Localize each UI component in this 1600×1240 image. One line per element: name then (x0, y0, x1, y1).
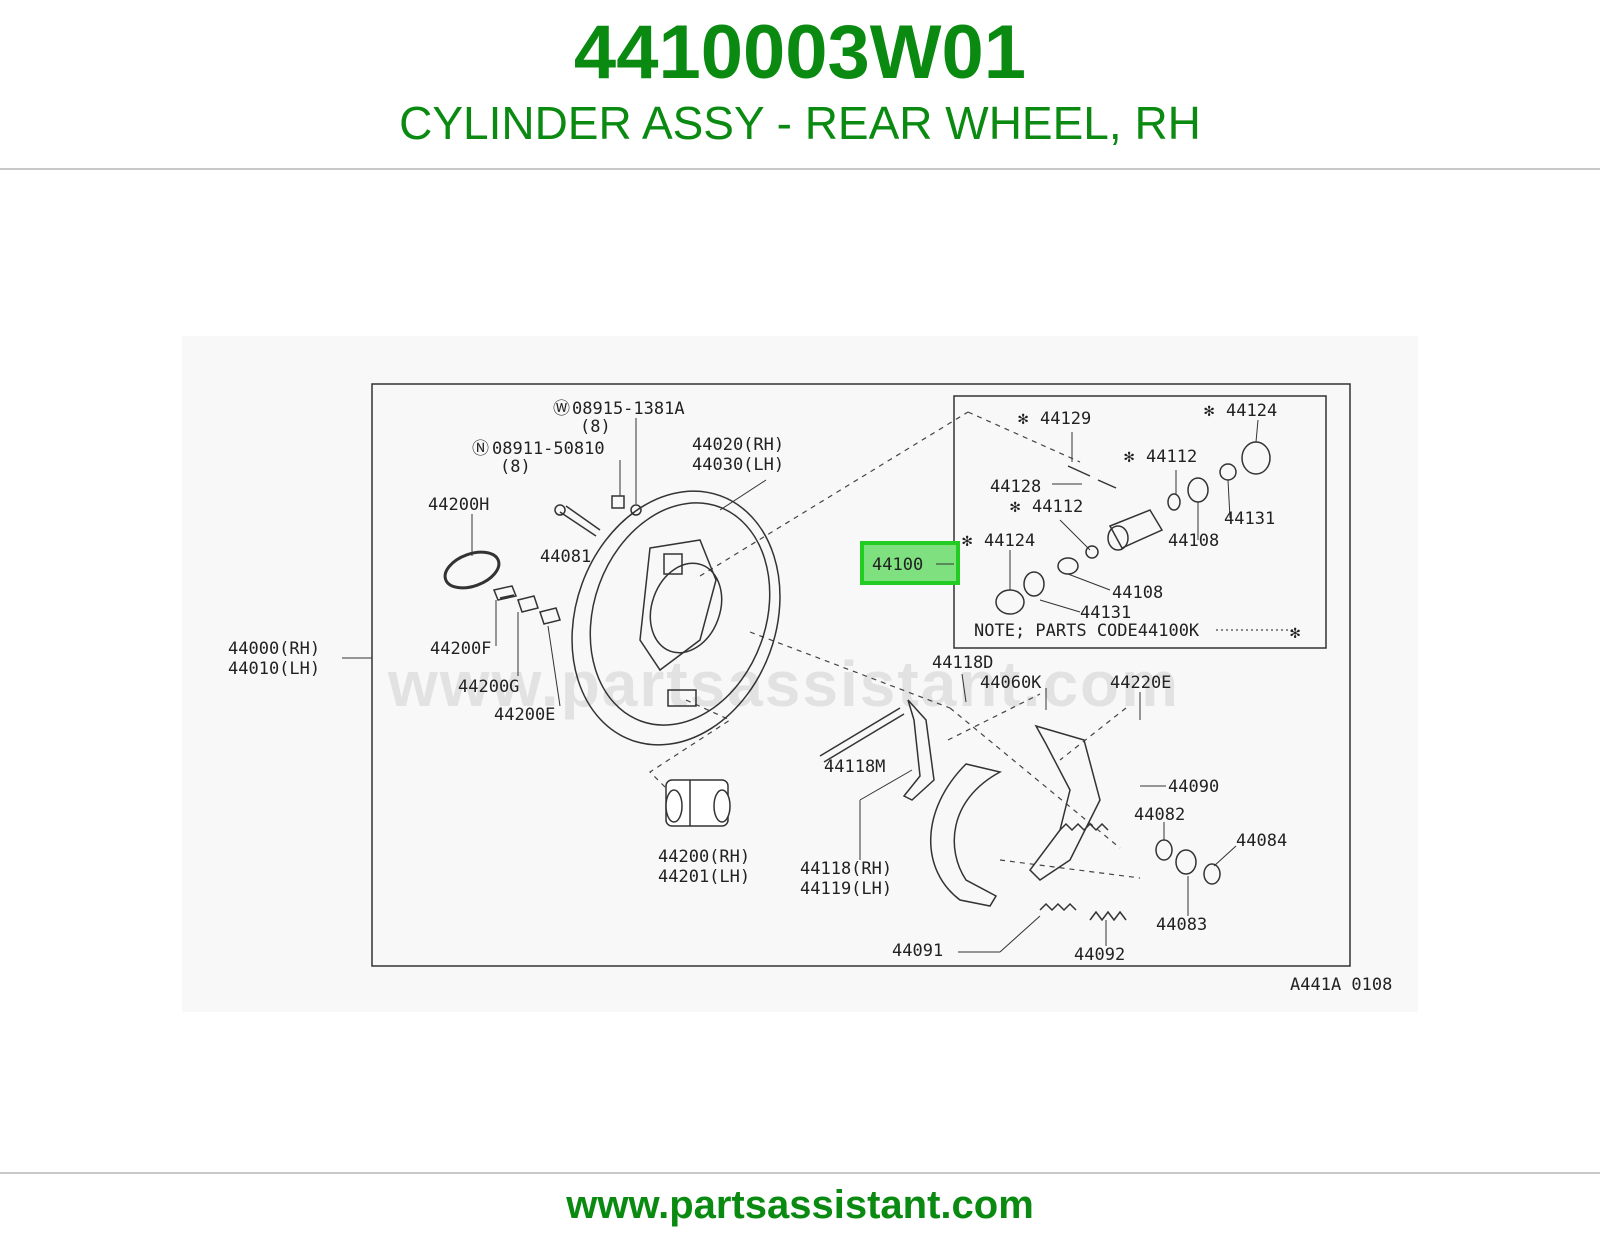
bolt-icon (554, 504, 601, 537)
label-44100-highlighted[interactable]: 44100 (872, 555, 923, 575)
label-44129: 44129 (1040, 409, 1091, 429)
label-w-bolt-qty: (8) (580, 417, 611, 437)
label-44091: 44091 (892, 941, 943, 961)
label-44112-a: 44112 (1146, 447, 1197, 467)
label-44084: 44084 (1236, 831, 1287, 851)
lever-icon (819, 699, 935, 801)
guide-lines (649, 411, 1294, 879)
footer-url[interactable]: www.partsassistant.com (566, 1183, 1034, 1227)
label-44200E: 44200E (494, 705, 555, 725)
label-44108-a: 44108 (1168, 531, 1219, 551)
washer-icon (630, 504, 642, 516)
seal-ring-icon (443, 550, 501, 590)
label-44131-a: 44131 (1224, 509, 1275, 529)
label-08911-50810: 08911-50810 (492, 439, 605, 459)
label-44124-top: 44124 (1226, 401, 1277, 421)
backing-plate-icon (571, 490, 781, 746)
cylinder-detail-box (953, 395, 1327, 649)
footer-divider (0, 1172, 1600, 1174)
diagram-frame (371, 383, 1351, 967)
label-44200F: 44200F (430, 639, 491, 659)
part-description: CYLINDER ASSY - REAR WHEEL, RH (399, 97, 1201, 149)
label-44128: 44128 (990, 477, 1041, 497)
asterisk-icon: ✻ (1290, 623, 1300, 643)
parts-diagram: www.partsassistant.com (182, 336, 1418, 1012)
asterisk-icon: ✻ (1204, 401, 1214, 421)
circle-w-icon: Ⓦ (553, 399, 570, 419)
label-44082: 44082 (1134, 805, 1185, 825)
part-labels: Ⓦ 08915-1381A (8) Ⓝ 08911-50810 (8) 4402… (228, 399, 1392, 995)
diagram-code: A441A 0108 (1290, 975, 1392, 995)
label-44112-b: 44112 (1032, 497, 1083, 517)
label-08915-1381A: 08915-1381A (572, 399, 685, 419)
label-44220E: 44220E (1110, 673, 1171, 693)
leader-lines (342, 418, 1259, 953)
label-44090: 44090 (1168, 777, 1219, 797)
wheel-cylinder-icon (665, 779, 731, 827)
brake-shoe-icon (930, 724, 1101, 907)
retaining-clip-icon (492, 585, 561, 625)
highlighted-part-box[interactable] (860, 541, 960, 585)
label-44092: 44092 (1074, 945, 1125, 965)
label-44200: 44200(RH) (658, 847, 750, 867)
part-number-title: 4410003W01 (573, 10, 1027, 95)
label-44200H: 44200H (428, 495, 489, 515)
parts-diagram-svg: www.partsassistant.com (228, 383, 1392, 995)
label-44118D: 44118D (932, 653, 993, 673)
label-44060K: 44060K (980, 673, 1042, 693)
label-44131-b: 44131 (1080, 603, 1131, 623)
label-44201: 44201(LH) (658, 867, 750, 887)
label-n-nut-qty: (8) (500, 457, 531, 477)
label-44118M: 44118M (824, 757, 885, 777)
asterisk-icon: ✻ (962, 531, 972, 551)
label-44200G: 44200G (458, 677, 519, 697)
nut-icon (611, 495, 625, 509)
asterisk-icon: ✻ (1018, 409, 1028, 429)
label-44118: 44118(RH) (800, 859, 892, 879)
asterisk-icon: ✻ (1010, 497, 1020, 517)
header-divider (0, 168, 1600, 170)
spring-icon (1039, 822, 1221, 922)
label-44020: 44020(RH) (692, 435, 784, 455)
circle-n-icon: Ⓝ (472, 439, 489, 459)
label-44081: 44081 (540, 547, 591, 567)
label-44083: 44083 (1156, 915, 1207, 935)
asterisk-icon: ✻ (1124, 447, 1134, 467)
label-44119: 44119(LH) (800, 879, 892, 899)
label-44108-b: 44108 (1112, 583, 1163, 603)
note-parts-code: NOTE; PARTS CODE44100K (974, 621, 1200, 641)
label-44000: 44000(RH) (228, 639, 320, 659)
label-44124-b: 44124 (984, 531, 1035, 551)
label-44010: 44010(LH) (228, 659, 320, 679)
label-44030: 44030(LH) (692, 455, 784, 475)
